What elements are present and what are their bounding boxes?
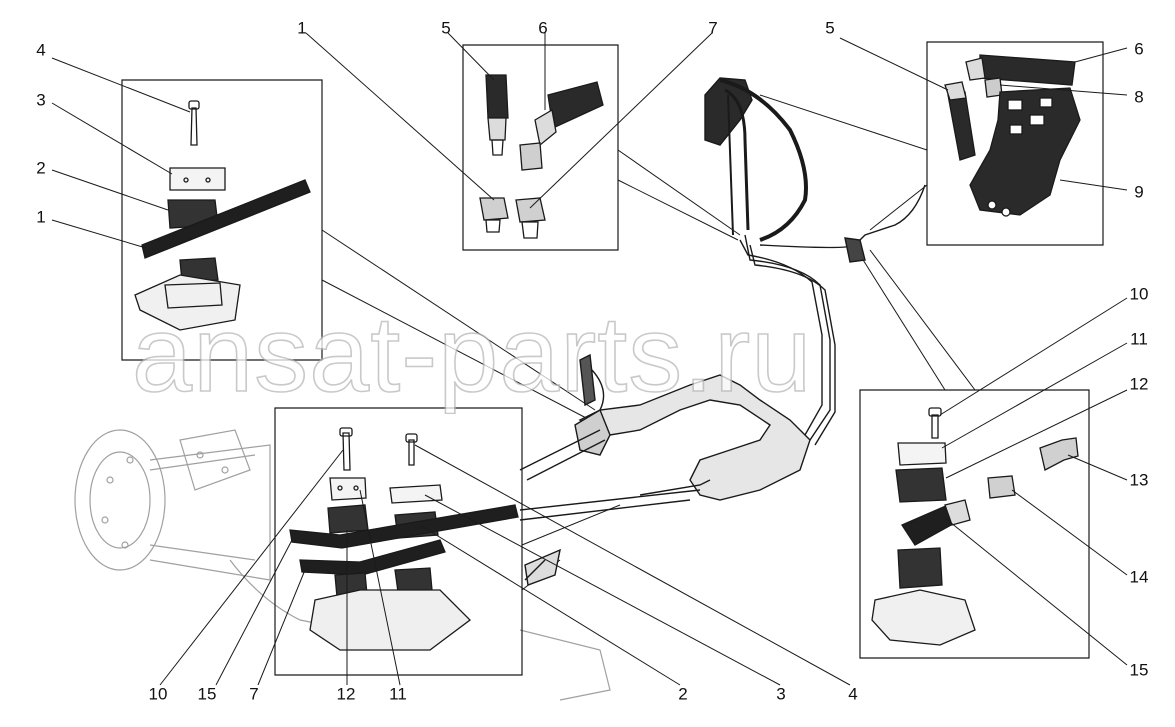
hose-6-tc	[547, 81, 604, 129]
callout-pipe-15-bl: 15	[197, 684, 217, 704]
callout-plate-tl: 3	[36, 90, 46, 110]
detail-tc-parts	[479, 74, 604, 239]
projection-lines	[321, 94, 976, 591]
watermark-text: ansat-parts.ru	[131, 293, 813, 414]
frame-bottom-left	[274, 407, 523, 676]
detail-br-parts	[871, 407, 1079, 646]
callout-hose-5-tr: 5	[825, 18, 835, 38]
callout-clamp-12-bl: 12	[336, 684, 356, 704]
plate-11-br	[897, 442, 947, 466]
hose-5-tr	[947, 91, 976, 161]
detail-tr-parts	[944, 54, 1081, 217]
frame-top-center	[462, 44, 619, 251]
plate-11-bl	[329, 477, 367, 501]
callout-clamp-12-br: 12	[1129, 374, 1149, 394]
callout-pipe-tl: 1	[36, 207, 46, 227]
callout-fitting-7-tc: 7	[708, 18, 718, 38]
callout-plate-3-bl: 3	[776, 684, 786, 704]
callout-pipe-7-bl: 7	[249, 684, 259, 704]
plate-3-tl	[169, 167, 226, 191]
callout-hose-6-tc: 6	[538, 18, 548, 38]
callout-bolt-4-bl: 4	[848, 684, 858, 704]
bolt-4-bl	[408, 439, 415, 466]
callout-fitting-tc: 1	[297, 18, 307, 38]
fitting-1-tc	[479, 197, 509, 221]
pipe-1-tl	[141, 179, 311, 259]
callout-fitting-15-br: 15	[1129, 660, 1149, 680]
callout-clamp-tl: 2	[36, 158, 46, 178]
bolt-10-br	[931, 414, 939, 439]
callout-fitting-13-br: 13	[1129, 470, 1149, 490]
rear-axle-sketch	[74, 429, 611, 701]
fitting-7-tc	[515, 197, 546, 223]
callout-bolt-tl: 4	[36, 40, 46, 60]
callout-clamp-2-bl: 2	[678, 684, 688, 704]
leader-lines	[51, 32, 1128, 686]
frame-bottom-right	[859, 389, 1090, 659]
detail-frames	[121, 41, 1104, 676]
callout-plate-11-bl: 11	[389, 684, 407, 704]
callout-plate-11-br: 11	[1130, 329, 1148, 349]
clamp-12-bl	[327, 504, 369, 534]
detail-bl-parts	[289, 427, 519, 651]
steering-unit-9	[969, 87, 1081, 216]
hose-5-tc	[485, 74, 509, 119]
callout-bolt-10-bl: 10	[148, 684, 168, 704]
callout-hose-6-tr: 6	[1134, 39, 1144, 59]
fitting-13-br	[1039, 437, 1079, 471]
steering-hose-routing	[519, 77, 926, 586]
callout-fitting-14-br: 14	[1129, 567, 1149, 587]
bolt-4-tl	[190, 107, 198, 146]
frame-top-right	[926, 41, 1104, 246]
fitting-14-br	[987, 475, 1016, 499]
callout-hose-5-tc: 5	[441, 18, 451, 38]
clamp-12-br	[895, 467, 947, 503]
pipe-7-bl	[299, 539, 446, 576]
callout-bolt-10-br: 10	[1129, 284, 1149, 304]
callout-fitting-8-tr: 8	[1134, 87, 1144, 107]
frame-top-left	[121, 79, 323, 361]
detail-tl-parts	[134, 100, 311, 331]
plate-3-bl	[389, 484, 443, 504]
bolt-10-bl	[342, 432, 351, 471]
callout-steering-unit-9: 9	[1134, 182, 1144, 202]
